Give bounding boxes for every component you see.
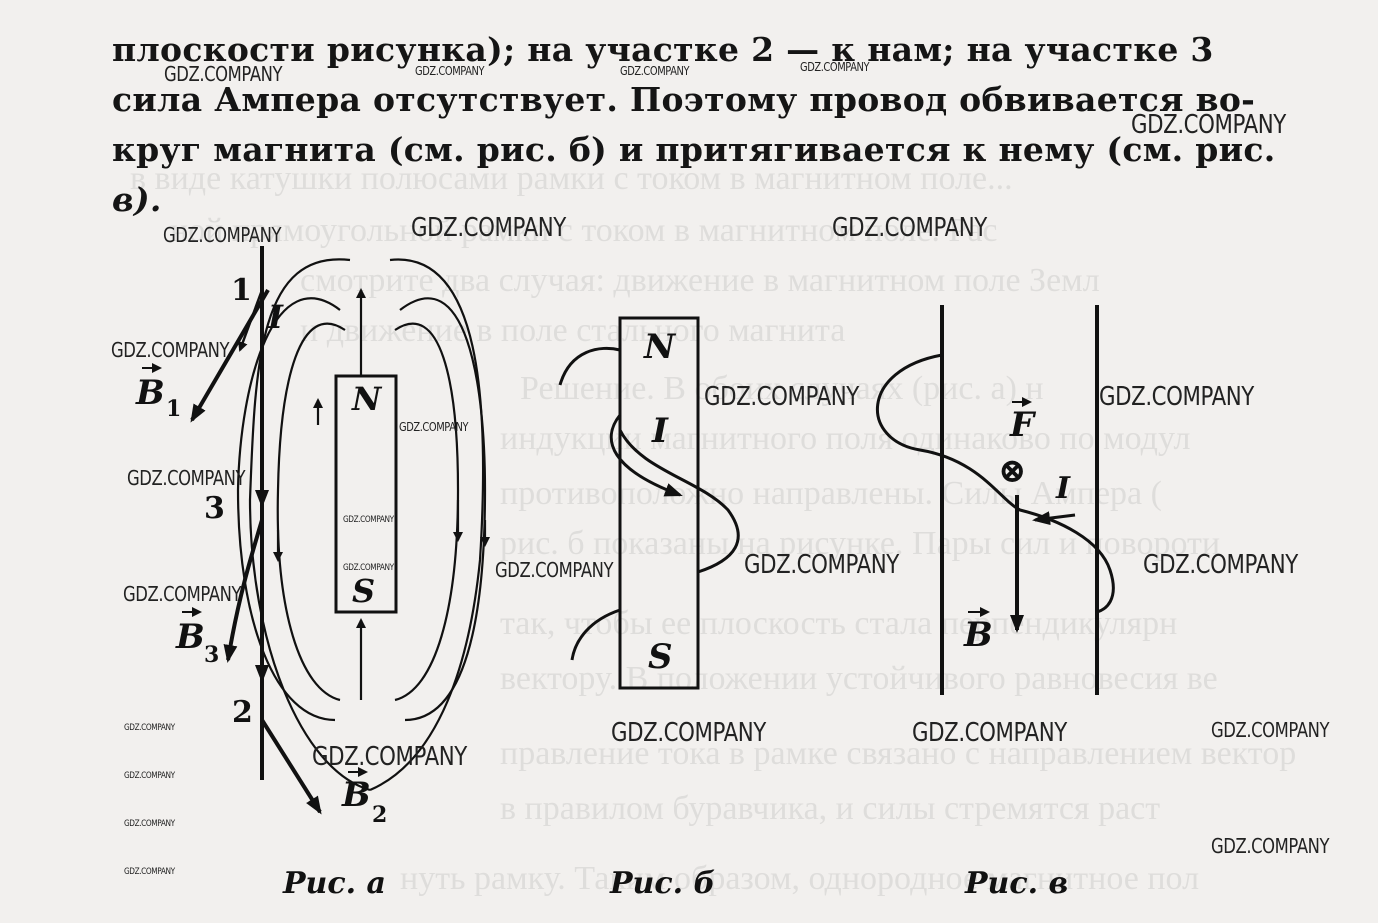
watermark: GDZ.COMPANY <box>127 466 246 490</box>
watermark: GDZ.COMPANY <box>343 515 394 525</box>
paragraph-line-2: сила Ампера отсутствует. Поэтому провод … <box>112 80 1256 119</box>
current-arrow <box>238 289 264 352</box>
magnet-south-label: S <box>648 637 673 677</box>
b2-vector <box>260 718 322 815</box>
caption-figure-a: Рис. а <box>283 866 386 901</box>
watermark: GDZ.COMPANY <box>1131 110 1286 140</box>
watermark: GDZ.COMPANY <box>744 550 899 580</box>
magnet-north-label: N <box>643 327 677 367</box>
magnet <box>618 316 700 690</box>
watermark: GDZ.COMPANY <box>124 819 175 829</box>
watermark: GDZ.COMPANY <box>124 771 175 781</box>
into-page-symbol: ⊗ <box>998 451 1027 491</box>
watermark: GDZ.COMPANY <box>124 723 175 733</box>
watermark: GDZ.COMPANY <box>912 718 1067 748</box>
segment-3-label: 3 <box>204 491 225 526</box>
field-lines <box>236 258 490 792</box>
paragraph-line-1: плоскости рисунка); на участке 2 — к нам… <box>112 30 1214 69</box>
watermark: GDZ.COMPANY <box>800 60 870 74</box>
watermark: GDZ.COMPANY <box>411 213 566 243</box>
b3-vector <box>223 519 264 663</box>
caption-figure-b: Рис. б <box>610 866 716 901</box>
watermark: GDZ.COMPANY <box>111 338 230 362</box>
watermark: GDZ.COMPANY <box>123 582 242 606</box>
b3-label: B <box>175 617 205 657</box>
watermark: GDZ.COMPANY <box>163 223 282 247</box>
current-label: I <box>651 411 669 451</box>
watermark: GDZ.COMPANY <box>1211 834 1330 858</box>
b2-label: B <box>341 775 371 815</box>
watermark: GDZ.COMPANY <box>704 382 859 412</box>
b2-subscript: 2 <box>372 802 387 828</box>
watermark: GDZ.COMPANY <box>1143 550 1298 580</box>
caption-figure-v: Рис. в <box>965 866 1069 901</box>
segment-1-label: 1 <box>231 273 252 308</box>
watermark: GDZ.COMPANY <box>832 213 987 243</box>
field-label: B <box>963 615 993 655</box>
watermark: GDZ.COMPANY <box>620 64 690 78</box>
b3-subscript: 3 <box>204 642 219 668</box>
figure-a: N S 1 I 3 2 B 1 B 3 B 2 <box>135 246 490 828</box>
current-label: I <box>267 298 284 336</box>
watermark: GDZ.COMPANY <box>1211 718 1330 742</box>
figure-b: N I S <box>558 316 740 690</box>
paragraph-line-3: круг магнита (см. рис. б) и притягиваетс… <box>112 130 1276 169</box>
watermark: GDZ.COMPANY <box>1099 382 1254 412</box>
paragraph-line-4: в). <box>112 180 162 219</box>
b1-subscript: 1 <box>166 396 181 422</box>
watermark: GDZ.COMPANY <box>124 867 175 877</box>
current-label: I <box>1055 471 1071 506</box>
wire-curve <box>618 429 740 574</box>
b1-label: B <box>135 373 165 413</box>
watermark: GDZ.COMPANY <box>495 558 614 582</box>
magnet-north-label: N <box>351 380 383 418</box>
wire-curve <box>875 353 1115 614</box>
magnet <box>334 374 398 614</box>
watermark: GDZ.COMPANY <box>415 64 485 78</box>
magnet-south-label: S <box>352 572 375 610</box>
segment-2-label: 2 <box>232 695 253 730</box>
watermark: GDZ.COMPANY <box>611 718 766 748</box>
figure-v: F ⊗ I B <box>875 305 1115 695</box>
watermark: GDZ.COMPANY <box>343 563 394 573</box>
watermark: GDZ.COMPANY <box>164 62 283 86</box>
force-label: F <box>1009 405 1037 445</box>
watermark: GDZ.COMPANY <box>312 742 467 772</box>
watermark: GDZ.COMPANY <box>399 420 469 434</box>
